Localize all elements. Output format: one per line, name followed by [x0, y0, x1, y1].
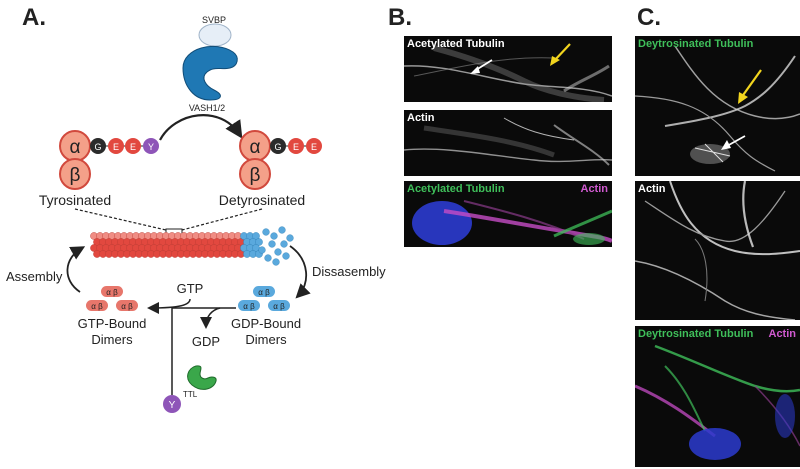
vash-shape: [182, 45, 238, 101]
panel-c-img1-label: Deytrosinated Tubulin: [638, 38, 754, 50]
svg-text:G: G: [94, 142, 101, 152]
svbp-shape: [198, 23, 232, 47]
svg-text:Y: Y: [148, 142, 154, 152]
panel-c-img2-label: Actin: [638, 183, 666, 195]
gtp-bound-label-2: Dimers: [91, 332, 133, 347]
beta-symbol-left: β: [70, 165, 81, 186]
svg-text:α β: α β: [121, 302, 133, 311]
tyrosine-residue: [163, 395, 181, 413]
panel-b-actin-image: Actin: [404, 110, 612, 176]
svg-text:α β: α β: [106, 288, 118, 297]
residue-y-left: [143, 138, 159, 154]
microtubule-frayed-end: [240, 226, 294, 266]
svg-text:α β: α β: [258, 288, 270, 297]
svg-text:E: E: [311, 142, 317, 152]
svg-text:α β: α β: [273, 302, 285, 311]
panel-b-letter: B.: [388, 4, 412, 31]
gdp-dimer-group: α β α β α β: [238, 286, 290, 311]
assembly-arrow: [66, 246, 86, 293]
exchange-line: [171, 307, 236, 395]
svg-text:α β: α β: [243, 302, 255, 311]
beta-subunit-left: [59, 158, 91, 190]
ttl-label: TTL: [183, 390, 198, 399]
panel-c-actin-image: Actin: [635, 181, 800, 320]
vash-label: VASH1/2: [189, 103, 225, 113]
zoom-line-right: [181, 208, 263, 231]
panel-c-letter: C.: [637, 4, 661, 31]
beta-symbol-right: β: [250, 165, 261, 186]
tyrosine-letter: Y: [169, 400, 176, 411]
panel-c-detyrosinated-image: Deytrosinated Tubulin: [635, 36, 800, 176]
residue-g-right: [270, 138, 286, 154]
microtubule-lattice: [90, 232, 245, 258]
panel-b-acetylated-image: Acetylated Tubulin: [404, 36, 612, 102]
gdp-label: GDP: [192, 334, 220, 349]
detyrosination-arrow: [159, 114, 243, 141]
gtp-input-arrow: [147, 298, 191, 314]
panel-b-img1-label: Acetylated Tubulin: [407, 38, 505, 50]
tyrosinated-label: Tyrosinated: [39, 192, 111, 208]
panel-b-img3-label-left: Acetylated Tubulin: [407, 183, 505, 195]
panel-b-img3-label-right: Actin: [580, 183, 609, 195]
panel-a-letter: A.: [22, 4, 46, 31]
svg-text:E: E: [113, 142, 119, 152]
detyrosinated-label: Detyrosinated: [219, 192, 305, 208]
residue-e2-left: [125, 138, 141, 154]
residue-g-left: [90, 138, 106, 154]
alpha-symbol-left: α: [70, 137, 81, 158]
residue-e1-right: [288, 138, 304, 154]
svg-text:E: E: [293, 142, 299, 152]
alpha-symbol-right: α: [250, 137, 261, 158]
gdp-bound-label-1: GDP-Bound: [231, 316, 301, 331]
svg-text:α β: α β: [91, 302, 103, 311]
disassembly-arrow: [289, 245, 311, 299]
residue-e2-right: [306, 138, 322, 154]
zoom-line-left: [74, 208, 167, 231]
svg-text:G: G: [274, 142, 281, 152]
panel-a-diagram: SVBP VASH1/2 α β G E E Y Tyrosinated α β…: [6, 15, 386, 413]
panel-c-img3-label-right: Actin: [768, 328, 797, 340]
beta-subunit-right: [239, 158, 271, 190]
assembly-label: Assembly: [6, 269, 63, 284]
disassembly-label: Dissasembly: [312, 264, 386, 279]
gdp-output-arrow: [200, 307, 221, 329]
gtp-dimer-group: α β α β α β: [86, 286, 138, 311]
panel-b-img2-label: Actin: [407, 112, 435, 124]
panel-c-img3-label-left: Deytrosinated Tubulin: [638, 328, 754, 340]
panel-c-merge-image: Deytrosinated Tubulin Actin: [635, 326, 800, 467]
svbp-label: SVBP: [202, 15, 226, 25]
residue-e1-left: [108, 138, 124, 154]
gtp-bound-label-1: GTP-Bound: [78, 316, 147, 331]
panel-b-merge-image: Acetylated Tubulin Actin: [404, 181, 612, 247]
ttl-shape: [187, 365, 217, 390]
gtp-label: GTP: [177, 281, 204, 296]
gdp-bound-label-2: Dimers: [245, 332, 287, 347]
svg-text:E: E: [130, 142, 136, 152]
